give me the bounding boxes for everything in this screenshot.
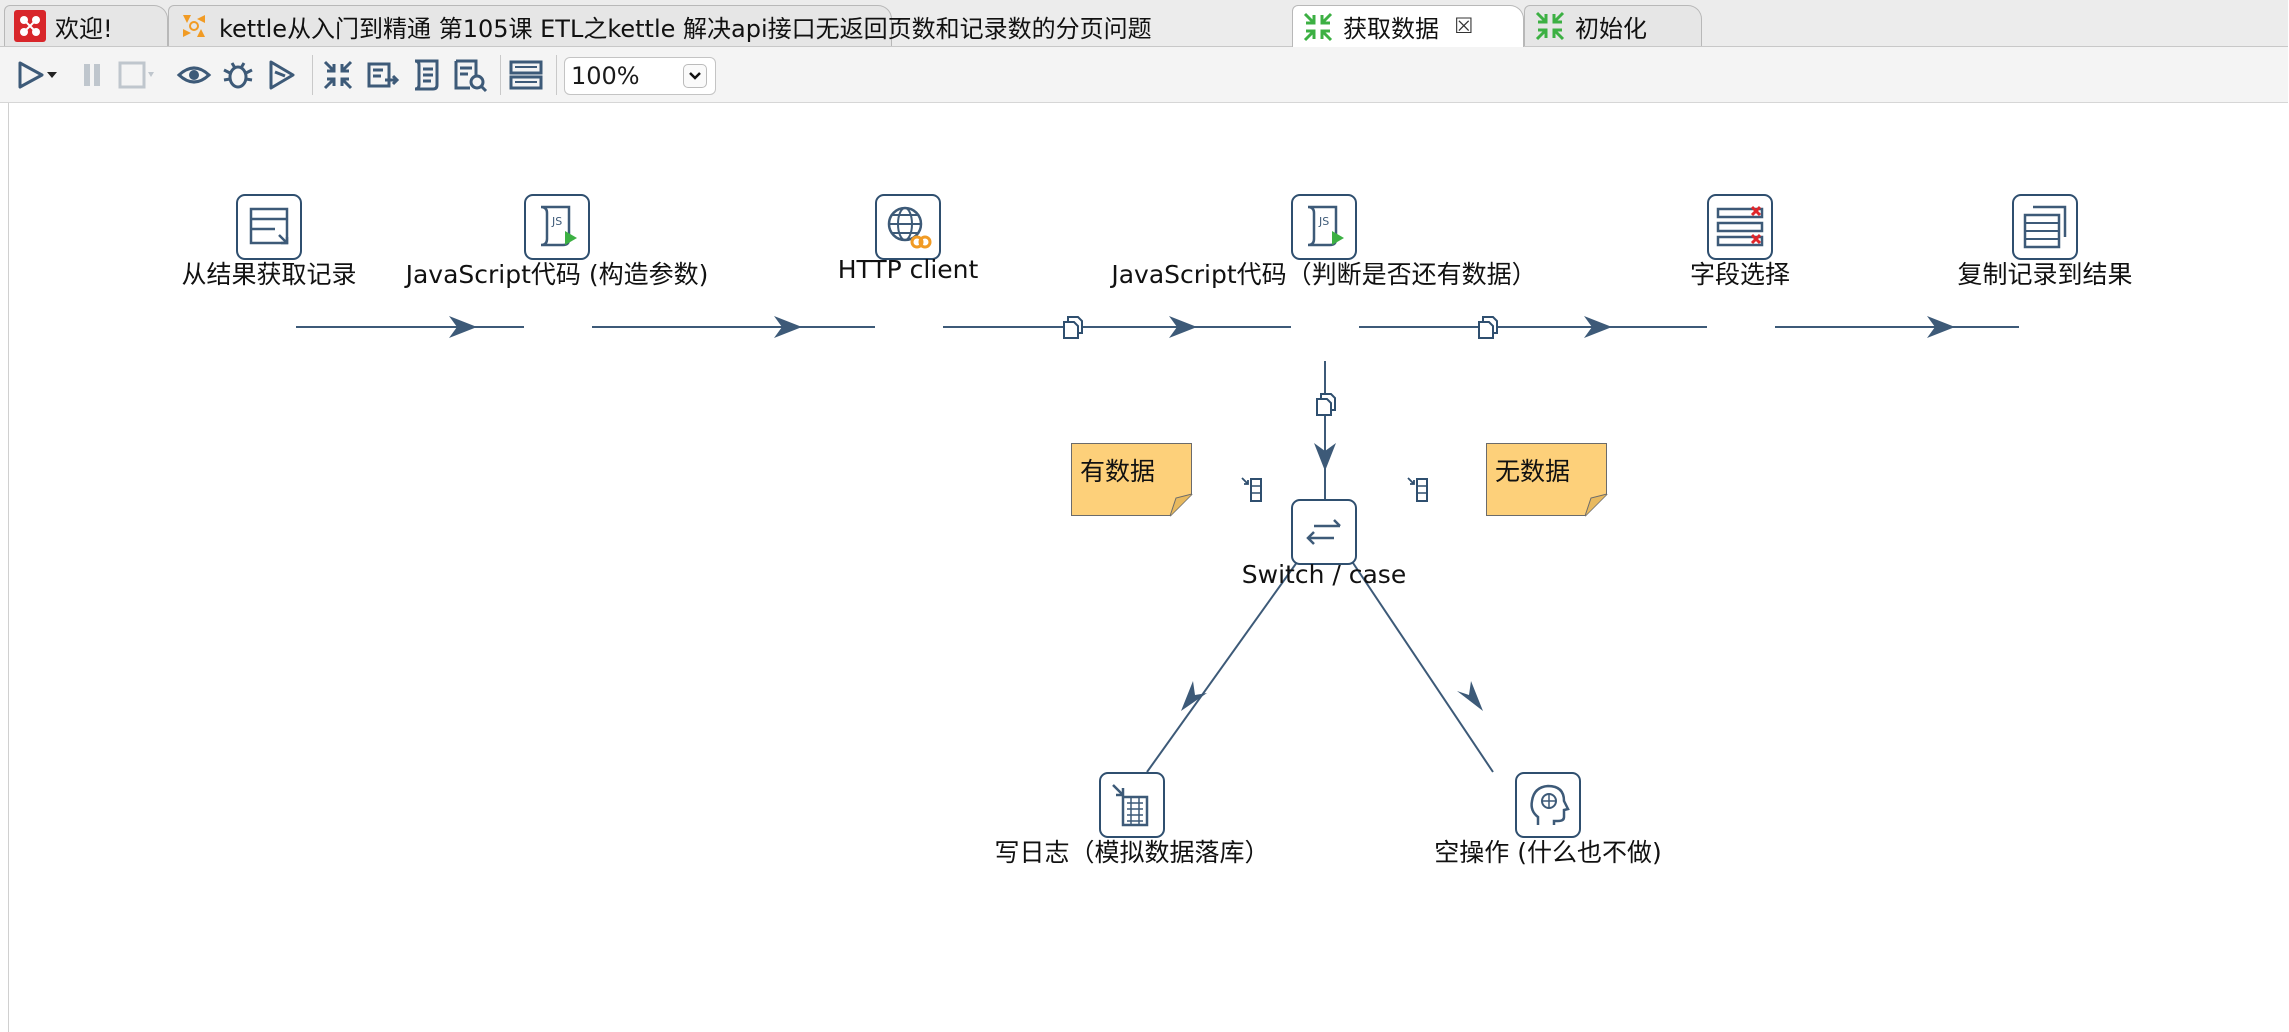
case-target-icon [1241, 477, 1262, 502]
http-client-icon [887, 206, 932, 249]
replay-icon [269, 60, 295, 90]
copy-distribution-icon [1063, 316, 1083, 339]
select-values-icon [1716, 205, 1764, 247]
step-select-values[interactable] [1707, 194, 1773, 260]
sql-button[interactable] [406, 55, 446, 95]
step-copy-rows-to-result[interactable] [2012, 194, 2078, 260]
transformation-icon [1535, 11, 1565, 41]
pause-button[interactable] [72, 55, 112, 95]
stop-icon [118, 61, 154, 89]
close-tab-icon[interactable]: ⮽ [1455, 14, 1473, 39]
show-results-icon [509, 60, 543, 90]
switch-case-icon [1306, 519, 1341, 545]
toolbar: 100% [0, 47, 2288, 103]
debug-icon [223, 62, 253, 89]
note-fold-icon [1169, 493, 1193, 517]
tab-label: 欢迎! [55, 14, 113, 43]
get-rows-from-result-icon [249, 207, 289, 245]
zoom-value: 100% [571, 62, 640, 90]
step-label-http: HTTP client [837, 255, 979, 284]
hop-get-rows-to-js-build[interactable] [296, 316, 524, 338]
step-label-get-rows: 从结果获取记录 [181, 260, 357, 289]
replay-button[interactable] [262, 55, 302, 95]
hop-select-to-copy[interactable] [1775, 316, 2019, 338]
sql-icon [414, 59, 439, 91]
note-no-data[interactable]: 无数据 [1486, 443, 1608, 517]
tab-get-data[interactable]: 获取数据 ⮽ [1292, 5, 1524, 47]
dummy-icon [1530, 784, 1570, 825]
spoon-logo-icon [14, 10, 46, 42]
step-label-dummy: 空操作 (什么也不做) [1434, 838, 1662, 867]
step-get-rows-from-result[interactable] [236, 194, 302, 260]
toolbar-separator [500, 55, 501, 95]
impact-icon [367, 62, 400, 88]
job-icon [183, 15, 205, 37]
verify-icon [323, 60, 353, 90]
tab-init[interactable]: 初始化 [1524, 5, 1702, 46]
tab-job[interactable]: kettle从入门到精通 第105课 ETL之kettle 解决api接口无返回… [168, 5, 1152, 46]
explore-db-icon [454, 59, 488, 93]
case-target-icon [1407, 477, 1428, 502]
hop-js-check-to-switch[interactable] [1314, 361, 1336, 499]
stop-button[interactable] [116, 55, 156, 95]
step-http-client[interactable] [875, 194, 941, 260]
step-dummy[interactable] [1515, 772, 1581, 838]
dropdown-icon [47, 72, 57, 78]
preview-icon [176, 66, 212, 84]
step-switch-case[interactable] [1291, 499, 1357, 565]
hop-http-to-js-check[interactable] [943, 316, 1291, 339]
transformation-icon [1303, 12, 1333, 41]
hop-layer [296, 316, 2019, 773]
hop-js-check-to-select[interactable] [1359, 316, 1707, 339]
tab-bar: 欢迎! kettle从入门到精通 第105课 ETL之kettle 解决api接… [0, 0, 2288, 47]
svg-text:JS: JS [1318, 215, 1329, 228]
step-javascript-check-data[interactable]: JS [1291, 194, 1357, 260]
step-write-to-log[interactable] [1099, 772, 1165, 838]
write-to-log-icon [1112, 784, 1149, 827]
debug-button[interactable] [218, 55, 258, 95]
tab-label: 初始化 [1575, 14, 1647, 43]
tab-label: kettle从入门到精通 第105课 ETL之kettle 解决api接口无返回… [219, 14, 1152, 43]
preview-button[interactable] [174, 55, 214, 95]
toolbar-separator [556, 55, 557, 95]
zoom-select[interactable]: 100% [564, 57, 716, 95]
run-button[interactable] [10, 55, 50, 95]
pause-icon [84, 64, 100, 86]
note-has-data[interactable]: 有数据 [1071, 443, 1193, 517]
copy-distribution-icon [1316, 393, 1336, 416]
hop-switch-to-log[interactable] [1146, 477, 1306, 773]
chevron-down-icon[interactable] [683, 64, 707, 88]
toolbar-separator [312, 55, 313, 95]
svg-text:JS: JS [551, 215, 562, 228]
impact-button[interactable] [362, 55, 402, 95]
note-fold-icon [1584, 493, 1608, 517]
javascript-icon: JS [540, 205, 577, 247]
run-icon [18, 61, 44, 89]
note-text: 无数据 [1495, 457, 1571, 486]
verify-button[interactable] [318, 55, 358, 95]
step-label-switch: Switch / case [1241, 560, 1407, 589]
copy-distribution-icon [1478, 316, 1498, 339]
run-options-button[interactable] [44, 55, 60, 95]
step-label-copy: 复制记录到结果 [1957, 260, 2133, 289]
step-javascript-build-params[interactable]: JS [524, 194, 590, 260]
explore-db-button[interactable] [450, 55, 490, 95]
hop-switch-to-dummy[interactable] [1344, 477, 1494, 773]
show-results-button[interactable] [506, 55, 546, 95]
hop-js-build-to-http[interactable] [592, 316, 875, 338]
step-label-select: 字段选择 [1689, 260, 1791, 289]
javascript-icon: JS [1307, 205, 1344, 247]
transformation-canvas[interactable]: 从结果获取记录 JS JavaScript代码 (构造参数) HTTP clie… [8, 103, 2288, 1032]
note-text: 有数据 [1080, 457, 1156, 486]
step-label-js-check: JavaScript代码（判断是否还有数据） [1111, 260, 1537, 289]
copy-rows-to-result-icon [2023, 205, 2067, 249]
tab-welcome[interactable]: 欢迎! [4, 5, 168, 46]
step-label-log: 写日志（模拟数据落库） [994, 838, 1270, 867]
tab-label: 获取数据 [1343, 15, 1439, 43]
step-label-js-build: JavaScript代码 (构造参数) [405, 260, 709, 289]
